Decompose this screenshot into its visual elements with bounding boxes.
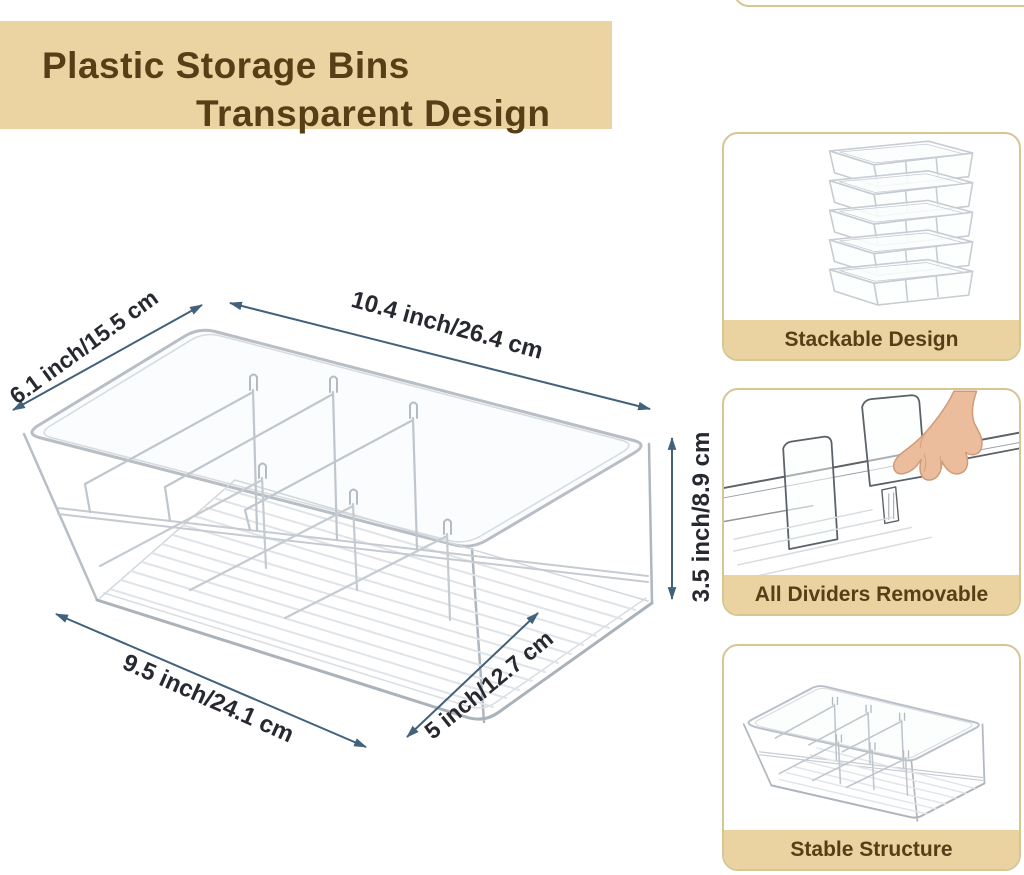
feature-caption-stackable: Stackable Design xyxy=(724,320,1019,359)
product-title-line2: Transparent Design xyxy=(196,93,551,134)
back-dividers xyxy=(83,388,419,551)
width-bottom-arrow xyxy=(406,612,539,738)
title-block: Plastic Storage Bins Transparent Design xyxy=(0,21,612,134)
hand-removing-divider-illustration xyxy=(724,390,1019,578)
feature-caption-dividers: All Dividers Removable xyxy=(724,575,1019,614)
feature-panel-stable-structure: Stable Structure xyxy=(722,644,1021,871)
divided-bin-illustration xyxy=(742,685,986,822)
feature-caption-stable: Stable Structure xyxy=(724,830,1019,869)
stacked-bins-illustration xyxy=(828,140,974,306)
hand-shape xyxy=(892,390,983,481)
dimension-label-height-right: 3.5 inch/8.9 cm xyxy=(688,431,715,603)
feature-panel-dividers-removable: All Dividers Removable xyxy=(722,388,1021,616)
width-left-arrow xyxy=(12,304,203,411)
length-top-arrow xyxy=(228,301,652,411)
product-title-line1: Plastic Storage Bins xyxy=(42,45,410,86)
length-bottom-arrow xyxy=(55,613,367,748)
bin-line-art xyxy=(22,328,654,724)
feature-panel-stackable: Stackable Design xyxy=(722,132,1021,361)
dimension-arrows xyxy=(12,301,677,748)
front-dividers xyxy=(98,476,452,622)
